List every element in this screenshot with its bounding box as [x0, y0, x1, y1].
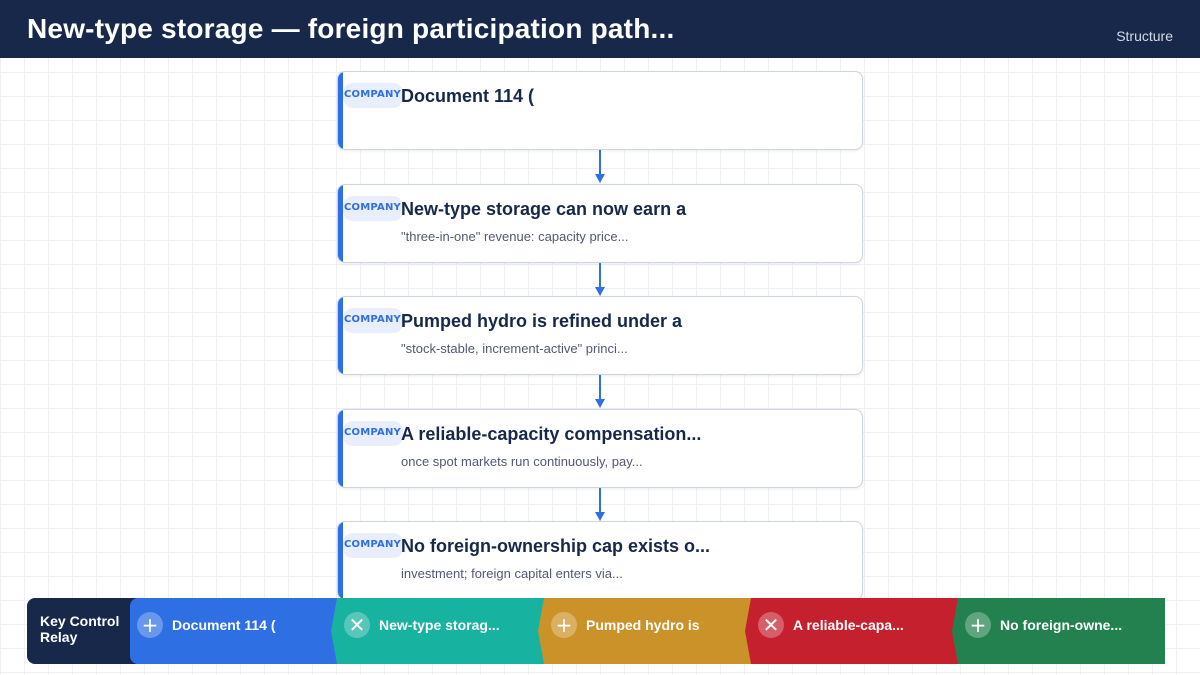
- relay-segment-label: New-type storag...: [379, 617, 500, 633]
- relay-segment-label: A reliable-capa...: [793, 617, 904, 633]
- node-title: Pumped hydro is refined under a: [401, 311, 683, 331]
- node-accent-bar: [338, 297, 343, 374]
- page-title: New-type storage — foreign participation…: [27, 13, 675, 44]
- node-accent-bar: [338, 522, 343, 599]
- node-title: A reliable-capacity compensation...: [401, 424, 702, 444]
- flow-node[interactable]: COMPANY No foreign-ownership cap exists …: [337, 521, 863, 600]
- x-icon: ✕: [344, 612, 370, 638]
- node-accent-bar: [338, 410, 343, 487]
- node-title: New-type storage can now earn a: [401, 199, 687, 219]
- plus-icon: +: [551, 612, 577, 638]
- node-subtitle: once spot markets run continuously, pay.…: [401, 454, 643, 469]
- relay-segment[interactable]: ✕ New-type storag...: [337, 598, 550, 664]
- relay-notch-fill: [538, 598, 550, 664]
- flow-node[interactable]: COMPANY A reliable-capacity compensation…: [337, 409, 863, 488]
- relay-segment[interactable]: + Document 114 (: [130, 598, 343, 664]
- header-bar: New-type storage — foreign participation…: [0, 0, 1200, 58]
- relay-notch: [952, 598, 964, 664]
- node-title: No foreign-ownership cap exists o...: [401, 536, 711, 556]
- relay-notch: [745, 598, 757, 664]
- flow-arrow-down-icon: [595, 488, 605, 522]
- relay-notch: [331, 598, 343, 664]
- node-subtitle: "stock-stable, increment-active" princi.…: [401, 341, 628, 356]
- node-type-badge: COMPANY: [343, 421, 403, 446]
- relay-segment-label: Document 114 (: [172, 617, 276, 633]
- flow-arrow-down-icon: [595, 375, 605, 409]
- relay-segment-label: Pumped hydro is: [586, 617, 700, 633]
- node-subtitle: "three-in-one" revenue: capacity price..…: [401, 229, 629, 244]
- flow-node[interactable]: COMPANY New-type storage can now earn a …: [337, 184, 863, 263]
- relay-segment[interactable]: + No foreign-owne...: [958, 598, 1165, 664]
- flow-node[interactable]: COMPANY Pumped hydro is refined under a …: [337, 296, 863, 375]
- node-type-badge: COMPANY: [343, 533, 403, 558]
- node-type-badge: COMPANY: [343, 308, 403, 333]
- node-subtitle: investment; foreign capital enters via..…: [401, 566, 623, 581]
- relay-label: Key Control Relay: [27, 598, 137, 664]
- node-title: Document 114 (: [401, 86, 535, 106]
- node-accent-bar: [338, 185, 343, 262]
- node-accent-bar: [338, 72, 343, 149]
- relay-notch-fill: [331, 598, 343, 664]
- relay-segment-label: No foreign-owne...: [1000, 617, 1123, 633]
- plus-icon: +: [137, 612, 163, 638]
- x-icon: ✕: [758, 612, 784, 638]
- node-type-badge: COMPANY: [343, 196, 403, 221]
- flow-arrow-down-icon: [595, 263, 605, 297]
- node-type-badge: COMPANY: [343, 83, 403, 108]
- plus-icon: +: [965, 612, 991, 638]
- relay-segment[interactable]: ✕ A reliable-capa...: [751, 598, 964, 664]
- view-tag[interactable]: Structure: [1116, 28, 1173, 44]
- relay-notch: [538, 598, 550, 664]
- relay-notch-fill: [745, 598, 757, 664]
- relay-notch-fill: [952, 598, 964, 664]
- key-control-relay: Key Control Relay + Document 114 ( ✕ New…: [27, 598, 1165, 664]
- flow-arrow-down-icon: [595, 150, 605, 184]
- flow-node[interactable]: COMPANY Document 114 (: [337, 71, 863, 150]
- relay-segment[interactable]: + Pumped hydro is: [544, 598, 757, 664]
